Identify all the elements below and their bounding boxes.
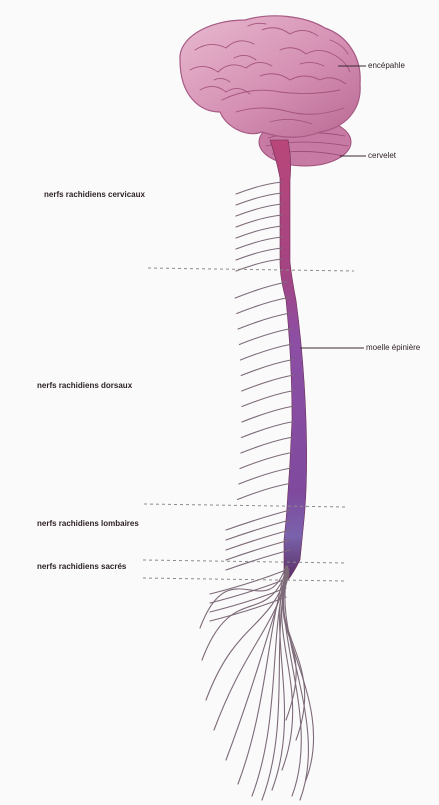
label-brain: encépahle	[368, 61, 405, 71]
label-cerebellum: cervelet	[368, 151, 396, 161]
thoracic-nerve	[238, 313, 290, 329]
brain-shape	[180, 16, 360, 137]
section-dividers	[143, 268, 354, 581]
label-thoracic-nerves: nerfs rachidiens dorsaux	[37, 381, 132, 391]
cervical-nerve	[236, 237, 282, 249]
sacral-nerve	[214, 575, 289, 730]
cervical-nerve	[236, 226, 282, 238]
lumbar-nerve	[226, 550, 290, 570]
cervical-nerve	[236, 182, 282, 194]
label-spinal-cord: moelle épinière	[366, 343, 420, 353]
label-sacral-nerves: nerfs rachidiens sacrés	[37, 562, 126, 572]
thoracic-nerve	[240, 344, 292, 360]
lumbar-nerve	[226, 510, 290, 530]
divider-lumbar-sacral	[143, 560, 346, 563]
divider-thoracic-lumbar	[144, 504, 346, 507]
cervical-nerve	[236, 204, 282, 216]
thoracic-nerve	[241, 437, 293, 453]
label-cervical-nerves: nerfs rachidiens cervicaux	[44, 190, 145, 200]
thoracic-nerve	[242, 391, 294, 407]
thoracic-nerve	[239, 468, 291, 484]
cervical-nerve	[236, 259, 282, 271]
thoracic-nerve	[242, 422, 294, 438]
thoracic-nerve	[241, 360, 293, 376]
thoracic-nerve	[239, 329, 291, 345]
cervical-nerve	[236, 215, 282, 227]
sacral-branch-nerve	[210, 570, 286, 594]
thoracic-nerve	[242, 375, 294, 391]
thoracic-nerve	[242, 406, 294, 422]
lumbar-nerve	[226, 540, 290, 560]
divider-sacral-end	[143, 578, 346, 581]
thoracic-nerve	[240, 453, 292, 469]
divider-cervical-thoracic	[148, 268, 354, 271]
thoracic-nerve	[237, 298, 289, 314]
thoracic-nerve	[238, 484, 290, 500]
lumbar-nerve	[226, 530, 290, 550]
thoracic-nerve	[235, 282, 287, 298]
lumbar-nerve	[226, 520, 290, 540]
cervical-nerve	[236, 248, 282, 260]
cervical-nerve	[236, 193, 282, 205]
label-lumbar-nerves: nerfs rachidiens lombaires	[37, 519, 139, 529]
